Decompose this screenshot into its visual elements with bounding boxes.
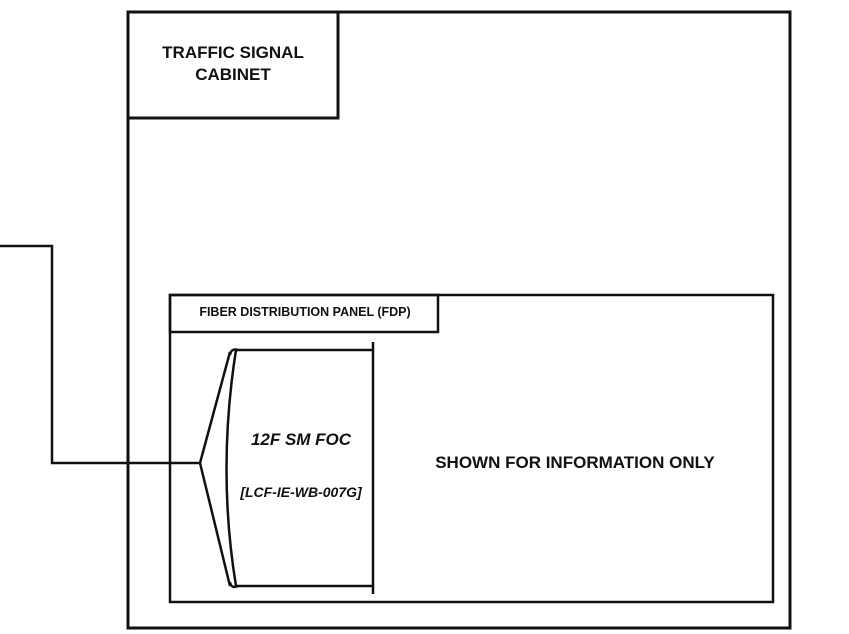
cabinet-title-box (126, 10, 340, 120)
cabinet-outline (126, 10, 792, 630)
fdp-outline (168, 293, 775, 604)
cable-bracket (225, 349, 238, 587)
info-note: SHOWN FOR INFORMATION ONLY (435, 453, 715, 472)
fdp-label: FIBER DISTRIBUTION PANEL (FDP) (199, 305, 411, 319)
cabinet-title: TRAFFIC SIGNAL CABINET (162, 43, 304, 84)
fanout-upper-line (198, 351, 232, 464)
cable-id-label: [LCF-IE-WB-007G] (240, 484, 362, 500)
cable-name-label: 12F SM FOC (250, 430, 352, 449)
fdp-label-box (168, 293, 440, 334)
fanout-lower-line (198, 462, 232, 587)
incoming-cable-line (0, 244, 200, 465)
